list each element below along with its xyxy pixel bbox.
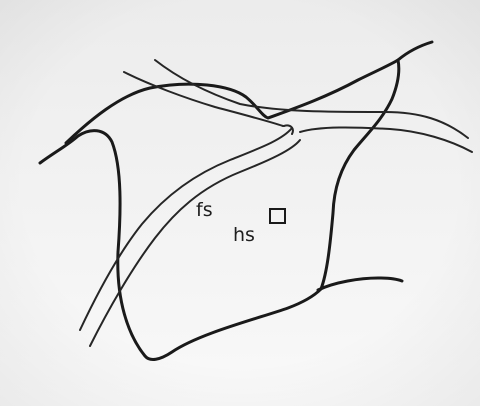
label-lower: hs xyxy=(233,224,255,246)
label-upper: fs xyxy=(196,199,213,221)
